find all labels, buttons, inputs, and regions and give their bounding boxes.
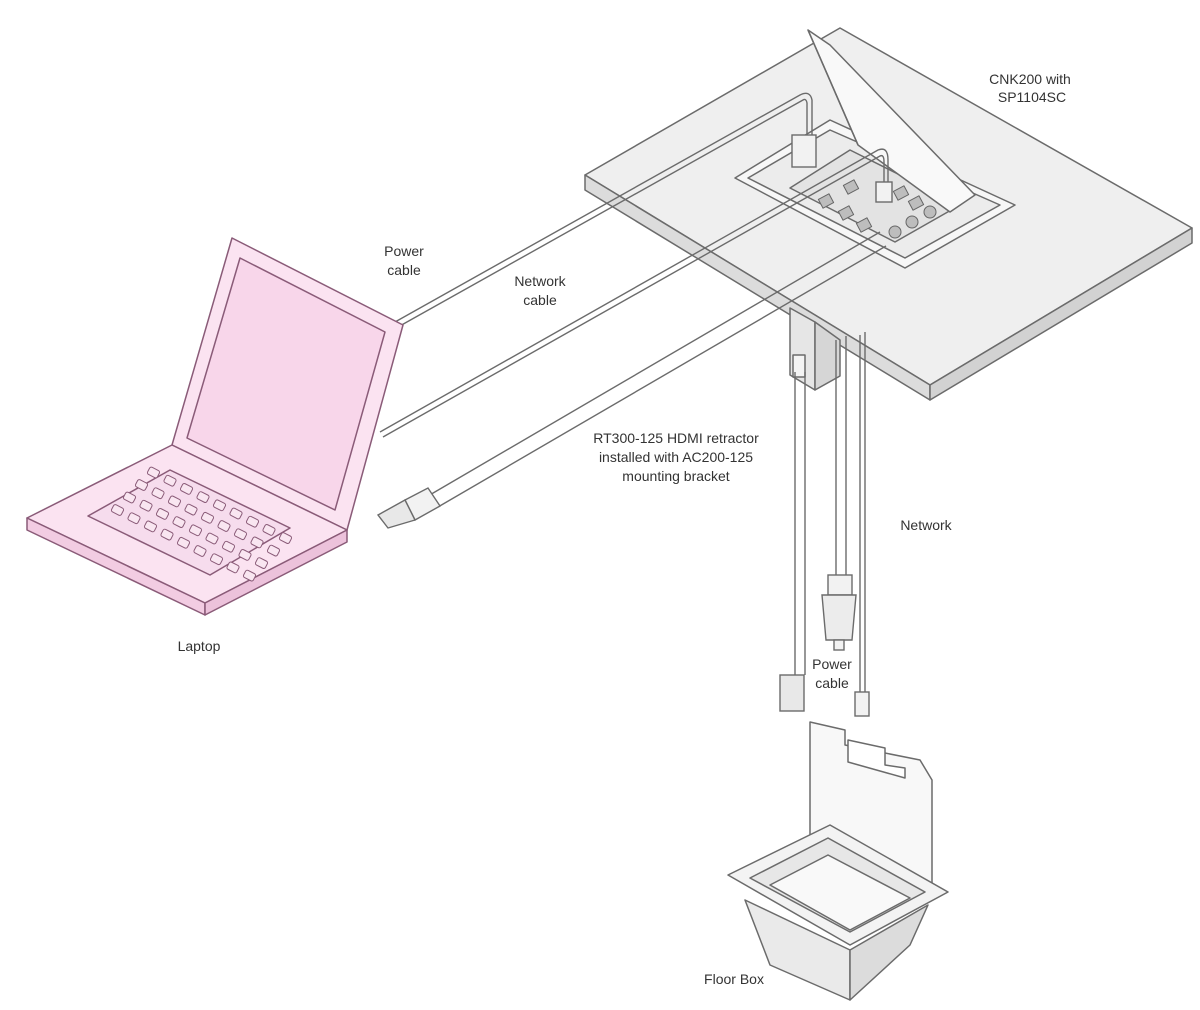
cnk200-label-line1: CNK200 with	[989, 71, 1071, 87]
keyboard-key	[184, 503, 198, 516]
keyboard-key	[209, 553, 224, 566]
power-cable-bottom-label-line2: cable	[815, 675, 849, 691]
keyboard-key	[143, 520, 158, 533]
power-cable-top-label-line2: cable	[387, 262, 421, 278]
keyboard-key	[151, 487, 165, 500]
cables	[376, 92, 893, 717]
keyboard-key	[134, 479, 149, 491]
conference-table-icon	[584, 27, 1193, 401]
hdmi-connector-icon	[376, 487, 442, 529]
laptop-icon	[26, 237, 404, 616]
keyboard-key	[110, 504, 125, 516]
keyboard-key	[229, 507, 243, 520]
keyboard-key	[160, 528, 174, 541]
power-plug-icon	[791, 134, 817, 168]
keyboard-key	[127, 512, 141, 525]
retractor-label-line2: installed with AC200-125	[599, 449, 753, 465]
keyboard-key	[221, 540, 236, 553]
keyboard-key	[238, 549, 252, 561]
keyboard-key	[196, 491, 210, 503]
keyboard-key	[172, 516, 186, 528]
floor-box-label: Floor Box	[704, 971, 764, 987]
network-cable-label-line1: Network	[514, 273, 566, 289]
keyboard-key	[254, 557, 269, 569]
hdmi-connector-icon	[779, 674, 805, 712]
keyboard-key	[266, 544, 281, 557]
keyboard-key	[139, 499, 153, 512]
keyboard-key	[242, 569, 257, 582]
keyboard-key	[193, 545, 207, 557]
keyboard-key	[146, 466, 161, 479]
keyboard-key	[188, 524, 203, 537]
keyboard-key	[245, 515, 260, 528]
keyboard-key	[212, 499, 227, 512]
cnk200-label-line2: SP1104SC	[998, 89, 1066, 105]
keyboard-key	[226, 561, 240, 574]
rj45-plug-icon	[854, 691, 870, 717]
keyboard-key	[167, 495, 182, 508]
keyboard-key	[122, 491, 137, 504]
keyboard-key	[205, 532, 219, 545]
keyboard-key	[176, 536, 191, 549]
network-cable-label-line2: cable	[523, 292, 557, 308]
keyboard-key	[250, 536, 264, 549]
laptop-label: Laptop	[178, 638, 221, 654]
keyboard-key	[233, 528, 248, 541]
power-cable-top-label-line1: Power	[384, 243, 424, 259]
keyboard-key	[179, 483, 194, 495]
keyboard-key	[262, 524, 276, 536]
network-label: Network	[900, 517, 952, 533]
keyboard-key	[200, 511, 215, 524]
keyboard-key	[217, 520, 231, 532]
retractor-label-line3: mounting bracket	[622, 468, 730, 484]
power-cable-bottom-label-line1: Power	[812, 656, 852, 672]
rj45-plug-icon	[875, 181, 893, 203]
floor-box-icon	[727, 721, 949, 1001]
keyboard-key	[155, 508, 170, 520]
retractor-label-line1: RT300-125 HDMI retractor	[593, 430, 759, 446]
power-plug-icon	[821, 574, 857, 651]
keyboard-key	[278, 532, 293, 544]
keyboard-key	[163, 474, 177, 487]
